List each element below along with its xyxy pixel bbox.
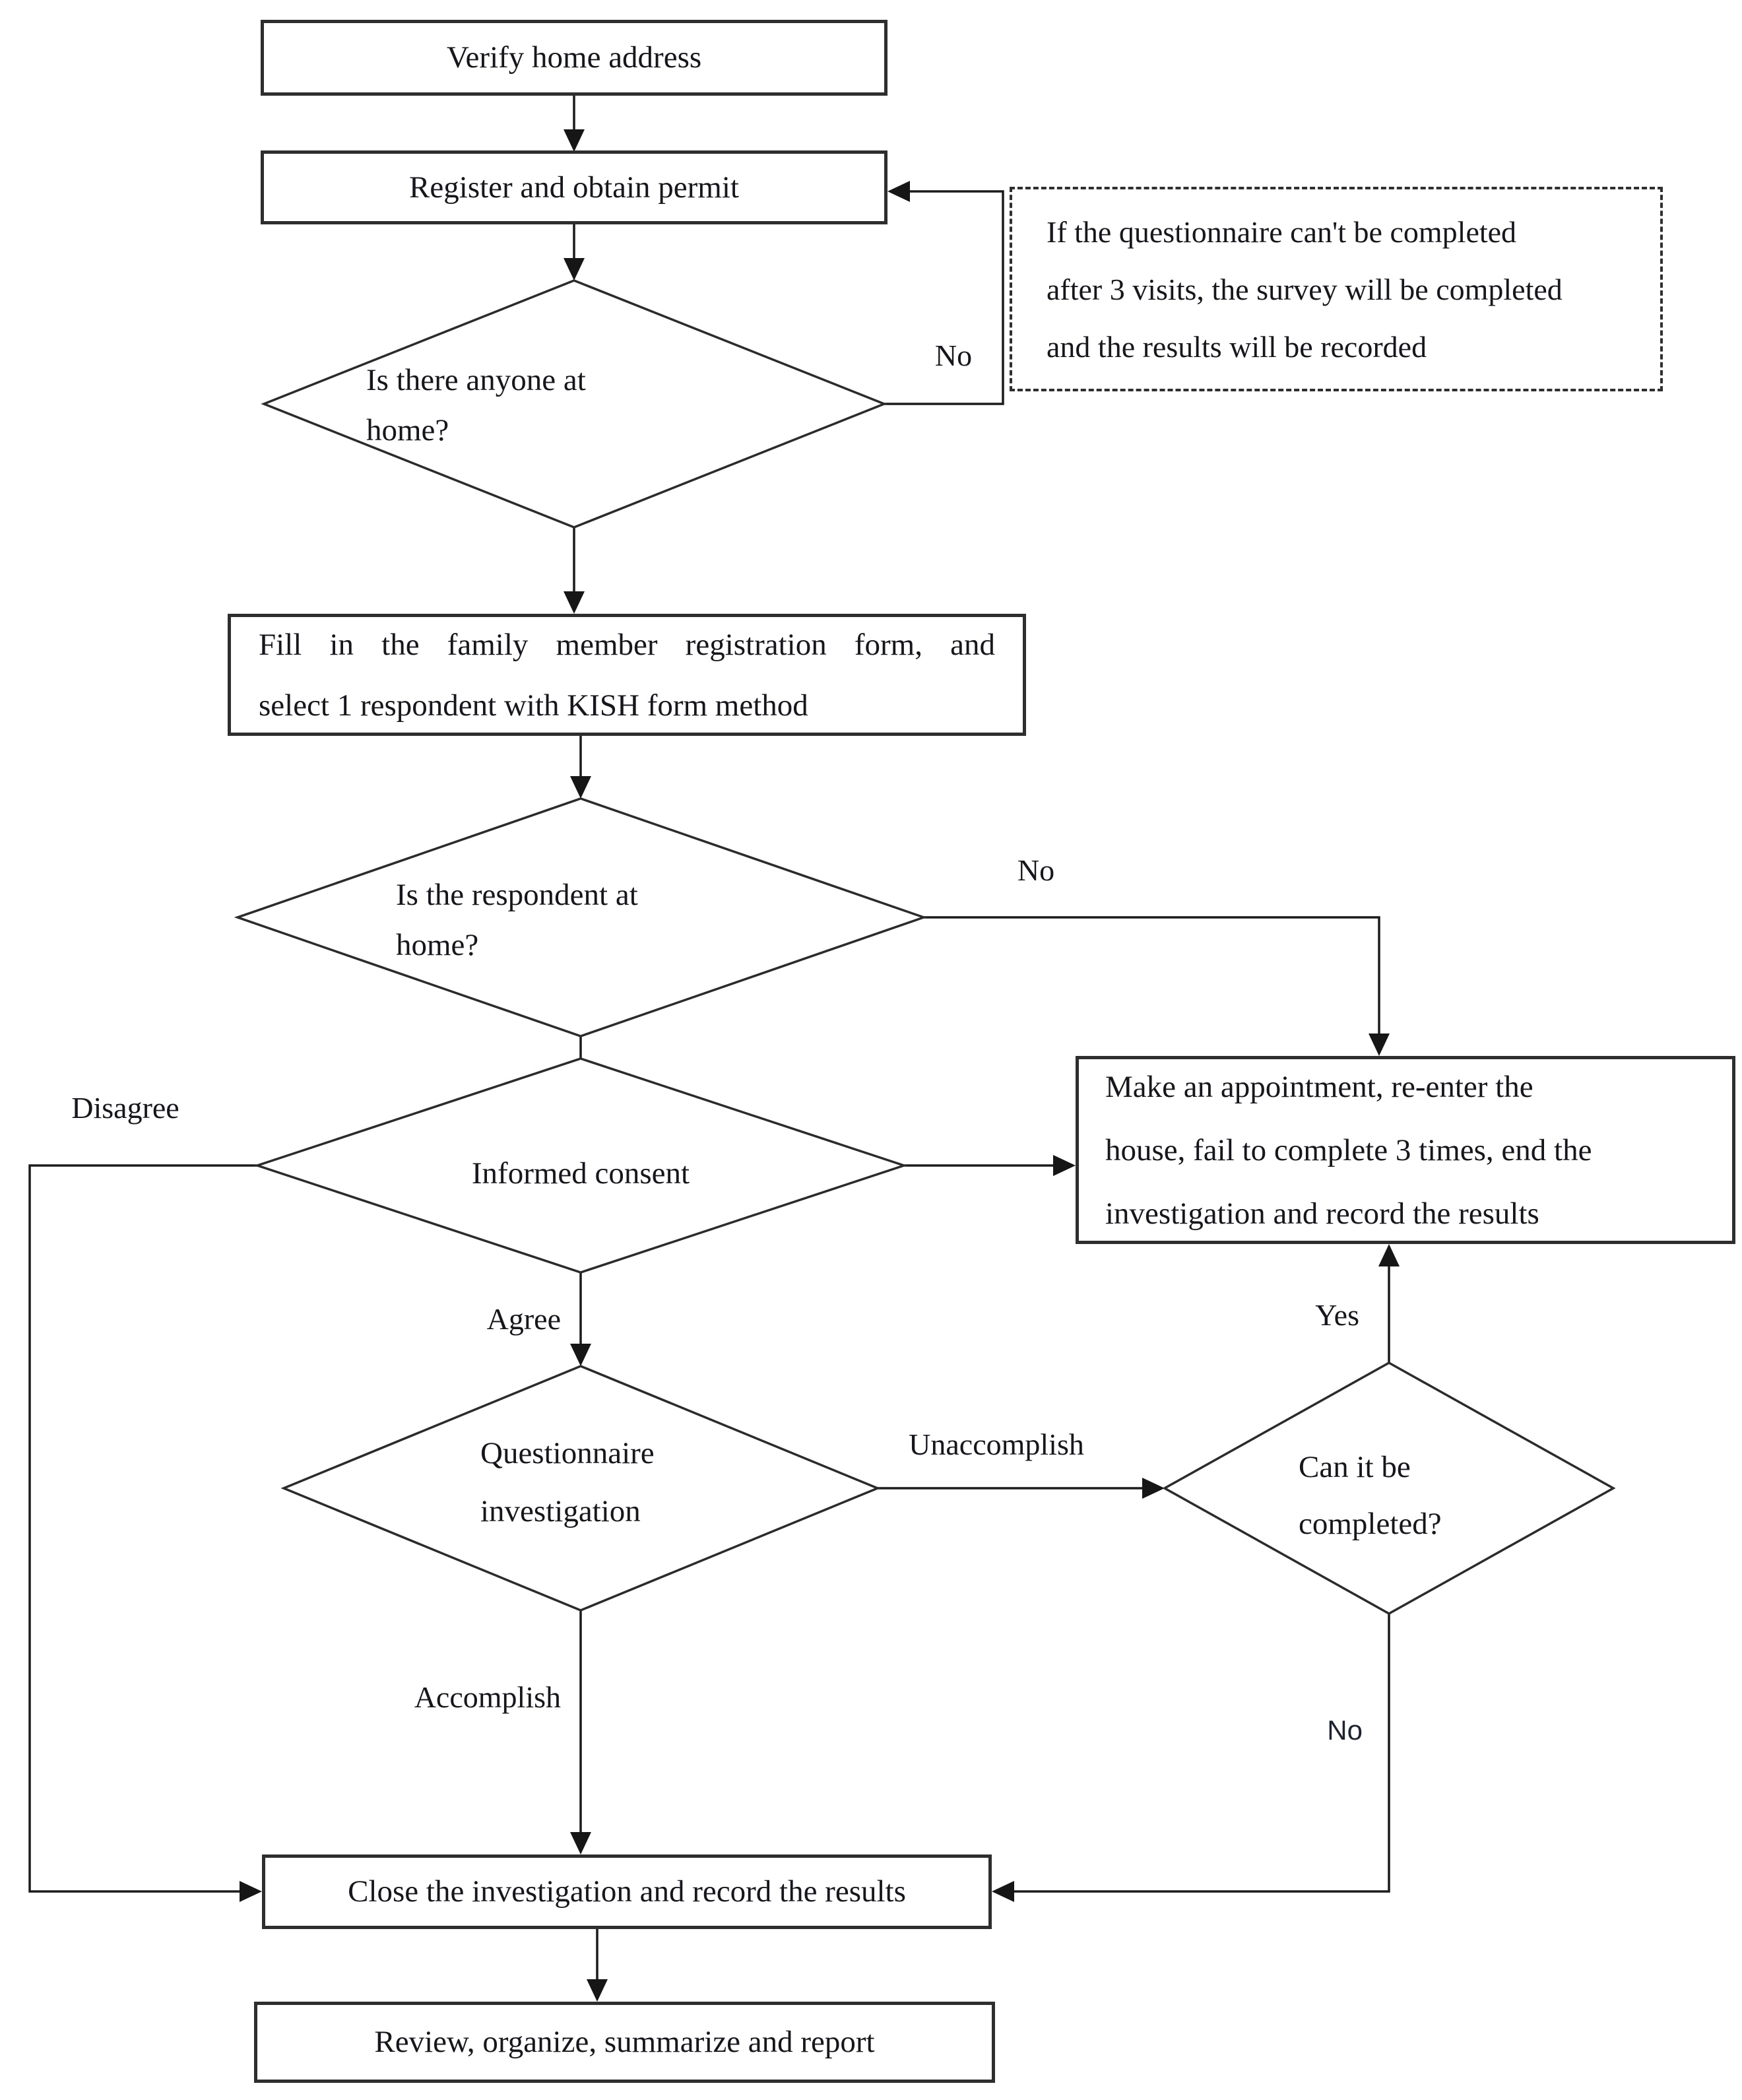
node-appointment-line-1: Make an appointment, re-enter the xyxy=(1105,1069,1533,1104)
arrowhead-consent-appointment xyxy=(1053,1155,1076,1176)
edge-no-respondent xyxy=(924,916,1380,1053)
edge-label-no-complete: No xyxy=(1327,1715,1363,1746)
decision-questionnaire-text: Questionnaire investigation xyxy=(480,1424,771,1540)
node-review-report: Review, organize, summarize and report xyxy=(254,2002,995,2083)
node-appointment-line-2: house, fail to complete 3 times, end the xyxy=(1105,1132,1592,1167)
decision-respondent-home-line-2: home? xyxy=(396,928,479,962)
arrowhead-disagree xyxy=(240,1881,262,1902)
node-register-label: Register and obtain permit xyxy=(409,170,739,205)
decision-questionnaire-line-2: investigation xyxy=(480,1494,641,1528)
edge-label-disagree: Disagree xyxy=(71,1091,179,1125)
note-three-visits: If the questionnaire can't be completed … xyxy=(1010,187,1663,391)
arrowhead-into-anyone xyxy=(564,258,585,280)
edge-no-complete-loop xyxy=(996,1614,1390,1893)
node-verify-label: Verify home address xyxy=(446,40,702,75)
decision-respondent-home-text: Is the respondent at home? xyxy=(396,870,845,970)
arrowhead-unaccomplish xyxy=(1142,1478,1165,1499)
edge-label-no-anyone: No xyxy=(934,339,973,372)
decision-respondent-home-line-1: Is the respondent at xyxy=(396,878,638,912)
arrowhead-accomplish xyxy=(570,1832,591,1854)
edge-no-anyone-loop xyxy=(884,190,1004,405)
arrowhead-no-respondent xyxy=(1369,1034,1390,1056)
edge-disagree-loop xyxy=(28,1164,257,1893)
node-close-investigation: Close the investigation and record the r… xyxy=(262,1854,992,1929)
note-line-2: after 3 visits, the survey will be compl… xyxy=(1047,272,1563,306)
decision-informed-consent-shape xyxy=(253,1057,908,1274)
note-line-3: and the results will be recorded xyxy=(1047,329,1427,364)
decision-informed-consent-label: Informed consent xyxy=(471,1156,690,1191)
arrowhead-into-kish xyxy=(564,591,585,614)
arrowhead-into-register xyxy=(564,129,585,152)
decision-anyone-home-line-1: Is there anyone at xyxy=(366,363,586,397)
node-close-label: Close the investigation and record the r… xyxy=(348,1874,906,1909)
arrowhead-no-complete xyxy=(992,1881,1014,1902)
edge-label-accomplish: Accomplish xyxy=(414,1680,561,1714)
decision-anyone-home-shape xyxy=(261,279,887,529)
edge-label-agree: Agree xyxy=(486,1302,561,1336)
edge-label-yes: Yes xyxy=(1315,1298,1359,1332)
decision-anyone-home-line-2: home? xyxy=(366,413,449,447)
node-review-label: Review, organize, summarize and report xyxy=(374,2025,875,2060)
note-line-1: If the questionnaire can't be completed xyxy=(1047,214,1517,249)
decision-questionnaire-line-1: Questionnaire xyxy=(480,1436,655,1470)
arrowhead-yes xyxy=(1378,1244,1400,1266)
node-appointment-line-3: investigation and record the results xyxy=(1105,1196,1539,1231)
decision-can-complete-shape xyxy=(1162,1361,1616,1616)
node-kish-line-1: Fill in the family member registration f… xyxy=(259,627,995,662)
node-register-obtain-permit: Register and obtain permit xyxy=(261,150,887,224)
decision-can-complete-text: Can it be completed? xyxy=(1299,1439,1510,1552)
edge-label-unaccomplish: Unaccomplish xyxy=(909,1427,1084,1461)
arrowhead-no-anyone xyxy=(887,181,910,202)
node-kish-form: Fill in the family member registration f… xyxy=(228,614,1026,736)
edge-label-no-respondent: No xyxy=(1017,853,1055,887)
decision-can-complete-line-2: completed? xyxy=(1299,1507,1442,1541)
node-verify-home-address: Verify home address xyxy=(261,20,887,96)
decision-respondent-home-shape xyxy=(234,797,928,1037)
decision-can-complete-line-1: Can it be xyxy=(1299,1450,1411,1484)
decision-questionnaire-shape xyxy=(280,1365,881,1612)
decision-anyone-home-text: Is there anyone at home? xyxy=(366,355,815,455)
node-make-appointment: Make an appointment, re-enter the house,… xyxy=(1076,1056,1735,1244)
decision-informed-consent-text: Informed consent xyxy=(416,1148,746,1198)
arrowhead-into-review xyxy=(587,1979,608,2002)
arrowhead-into-respondent xyxy=(570,776,591,799)
arrowhead-agree xyxy=(570,1344,591,1366)
node-kish-line-2: select 1 respondent with KISH form metho… xyxy=(259,688,808,723)
